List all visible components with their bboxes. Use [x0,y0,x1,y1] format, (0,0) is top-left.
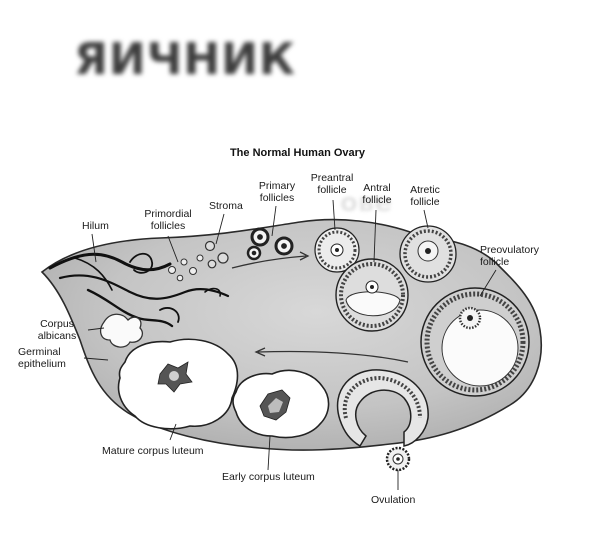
label-primordial-line1: Primordial [144,208,192,220]
early-corpus-luteum [232,369,330,439]
label-ovulation: Ovulation [371,494,416,506]
label-primary-line2: follicles [259,192,295,204]
ovulated-oocyte [385,446,411,472]
label-stroma: Stroma [209,200,243,212]
label-albicans-line1: Corpus [40,318,74,330]
label-mature-corpus-luteum: Mature corpus luteum [102,445,204,457]
ruptured-follicle [336,369,429,448]
label-primordial-follicles: Primordial follicles [140,208,196,232]
label-albicans-line2: albicans [37,330,77,342]
page-heading: ЯИЧНИК [74,34,296,85]
atretic-follicle [399,225,457,283]
label-primary-line1: Primary [258,180,296,192]
label-atretic-line2: follicle [410,196,440,208]
preantral-follicle [314,227,360,273]
growth-arrows [231,251,409,363]
antral-follicle [335,258,409,332]
label-antral-line1: Antral [363,182,391,194]
preovulatory-follicle [420,287,530,397]
label-preovulatory-line2: follicle [480,256,510,268]
label-primordial-line2: follicles [150,220,186,232]
label-atretic-line1: Atretic [410,184,440,196]
primary-follicles [246,227,294,261]
label-germinal-line1: Germinal [18,346,61,358]
label-primary-follicles: Primary follicles [252,180,302,204]
corpus-albicans-shape [99,313,144,348]
label-antral-follicle: Antral follicle [356,182,398,206]
label-preantral-line1: Preantral [310,172,354,184]
mature-corpus-luteum [117,338,239,430]
label-germinal-epithelium: Germinal epithelium [18,346,66,370]
primordial-follicles [168,254,204,282]
label-preovulatory-follicle: Preovulatory follicle [480,244,539,268]
label-atretic-follicle: Atretic follicle [402,184,448,208]
label-antral-line2: follicle [362,194,392,206]
stroma-follicles [204,240,229,269]
label-preovulatory-line1: Preovulatory [480,244,539,256]
label-early-corpus-luteum: Early corpus luteum [222,471,315,483]
label-preantral-follicle: Preantral follicle [306,172,358,196]
label-preantral-line2: follicle [317,184,347,196]
label-germinal-line2: epithelium [18,358,66,370]
label-hilum: Hilum [82,220,109,232]
label-corpus-albicans: Corpus albicans [28,318,86,342]
diagram-title: The Normal Human Ovary [229,147,366,159]
background-ghost-text: ове [340,188,392,218]
leader-lines [83,199,497,490]
